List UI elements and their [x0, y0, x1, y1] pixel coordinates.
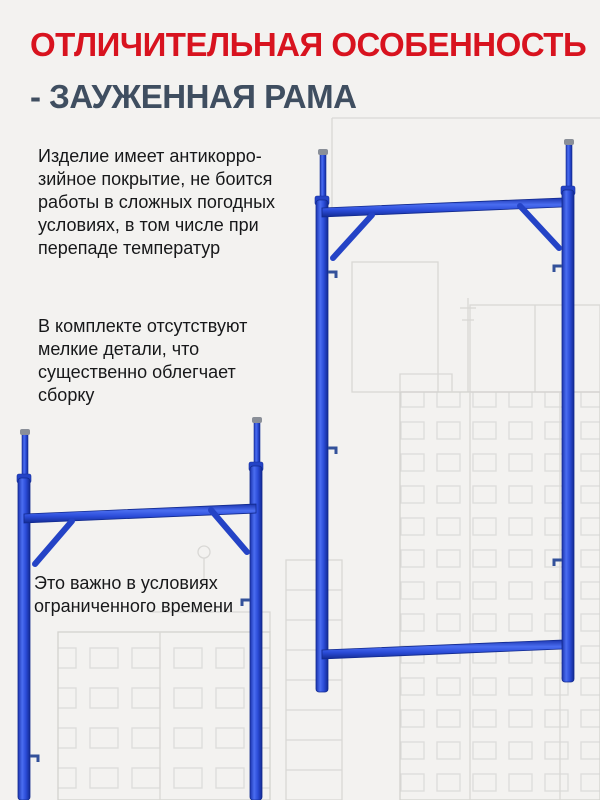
- feature-text-time-saving: Это важно в условиях ограниченного време…: [34, 573, 234, 617]
- feature-text-no-small-parts: В комплекте отсутствуют мелкие детали, ч…: [38, 316, 248, 406]
- scaffold-frame-right: [314, 139, 576, 693]
- scaffold-frame-left: [16, 417, 264, 800]
- page-subtitle: - ЗАУЖЕННАЯ РАМА: [30, 78, 357, 115]
- page-title: ОТЛИЧИТЕЛЬНАЯ ОСОБЕННОСТЬ: [30, 26, 587, 63]
- city-sketch: [57, 117, 600, 800]
- feature-text-coating: Изделие имеет антикорро- зийное покрытие…: [38, 146, 276, 259]
